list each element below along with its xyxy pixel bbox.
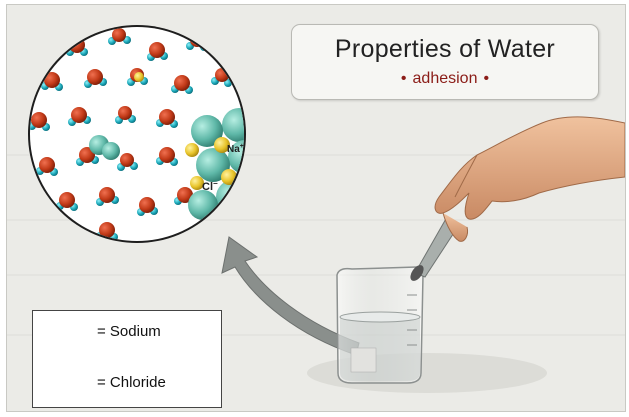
subtitle: • adhesion • — [292, 70, 598, 88]
molecule-field: Na+ Cl− — [30, 28, 244, 241]
crystal-sodium-label: Na+ — [227, 143, 244, 155]
magnified-view: Na+ Cl− — [28, 25, 246, 243]
hand — [434, 116, 625, 242]
chloride-pair — [89, 135, 120, 160]
sodium-cluster-small — [134, 72, 144, 82]
diagram-artwork: Na+ Cl− — [7, 25, 625, 400]
page-title: Properties of Water — [334, 35, 556, 63]
subtitle-bullet-right: • — [483, 70, 490, 87]
diagram-canvas: Na+ Cl− — [6, 4, 626, 412]
legend-sodium-label: = Sodium — [97, 323, 161, 340]
beaker — [307, 266, 547, 393]
legend-chloride-label: = Chloride — [97, 374, 166, 391]
title-box: Properties of Water • adhesion • — [291, 24, 599, 100]
legend-box: = Sodium = Chloride — [32, 310, 222, 408]
subtitle-bullet-left: • — [400, 70, 407, 87]
crystal-chloride-label: Cl− — [202, 179, 218, 193]
subtitle-text: adhesion — [412, 70, 478, 87]
salt-crystal — [185, 108, 244, 224]
